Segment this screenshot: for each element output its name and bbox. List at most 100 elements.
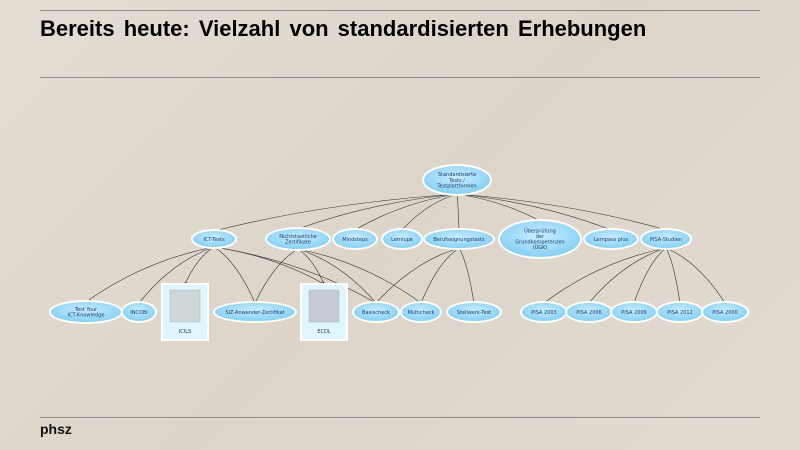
node-multi-bubble [402, 303, 440, 321]
node-icils-label: ICILS [179, 329, 191, 335]
node-p2006-label-line: PISA 2006 [576, 310, 602, 316]
node-p2012-bubble [658, 303, 702, 321]
icils-logo-thumbnail [169, 289, 201, 323]
node-incobi-bubble [123, 303, 155, 321]
node-beruf[interactable]: Berufseignungstests [423, 228, 495, 250]
edge-ict-tyk [85, 246, 215, 303]
node-beruf-bubble [425, 230, 493, 248]
edge-root-ict [213, 193, 458, 232]
node-p2012-label-line: PISA 2012 [667, 310, 693, 316]
node-p2003[interactable]: PISA 2003 [520, 301, 568, 323]
node-root-label-line: Testplattformen [436, 183, 476, 189]
node-ict[interactable]: ICT-Tests [191, 229, 237, 249]
node-ugk-label-line: (ÜGK) [533, 244, 548, 251]
top-rule [40, 10, 760, 11]
node-lern-bubble [383, 230, 421, 248]
node-multi-label-line: Multicheck [408, 310, 435, 316]
node-ugk-label-line: der [536, 234, 545, 240]
edge-pisa-p2009 [633, 247, 667, 304]
node-basic-label-line: Basischeck [362, 310, 390, 316]
node-multi[interactable]: Multicheck [400, 301, 442, 323]
node-stell[interactable]: Stellwerk-Test [446, 301, 502, 323]
node-lernpass[interactable]: Lernpass plus [583, 228, 639, 250]
node-root-bubble [424, 166, 490, 194]
edge-root-mind [354, 193, 458, 231]
node-ecdl[interactable]: ECDL [300, 283, 348, 341]
node-p2000-label-line: PISA 2000 [712, 310, 738, 316]
node-incobi[interactable]: INCOBI [121, 301, 157, 323]
slide-title: Bereits heute: Vielzahl von standardisie… [40, 16, 647, 41]
node-p2000[interactable]: PISA 2000 [701, 301, 749, 323]
node-stell-label-line: Stellwerk-Test [457, 310, 491, 316]
edge-beruf-stell [458, 247, 475, 304]
ecdl-logo-thumbnail [308, 289, 340, 323]
edge-ict-siz [213, 246, 256, 304]
node-pisa-label-line: PISA-Studien [650, 237, 682, 243]
node-tyk-bubble [51, 302, 121, 322]
edge-pisa-p2003 [543, 247, 667, 304]
node-siz-bubble [215, 303, 295, 321]
node-siz-label-line: SIZ-Anwender-Zertifikat [225, 310, 284, 316]
edge-ict-basic [213, 246, 377, 304]
node-mind-bubble [334, 230, 376, 248]
node-lern[interactable]: Lernlupe [381, 228, 423, 250]
node-incobi-label-line: INCOBI [130, 310, 148, 316]
node-root-label-line: Tests / [448, 178, 465, 184]
title-underline [40, 77, 760, 78]
node-mind[interactable]: Mindsteps [332, 228, 378, 250]
node-ict-label-line: ICT-Tests [203, 237, 225, 243]
edge-pisa-p2012 [665, 247, 681, 304]
node-p2003-bubble [522, 303, 566, 321]
node-stell-bubble [448, 303, 500, 321]
edge-nicht-siz [254, 248, 299, 304]
edge-beruf-multi [420, 247, 460, 304]
edge-beruf-basic [375, 247, 460, 304]
node-siz[interactable]: SIZ-Anwender-Zertifikat [213, 301, 297, 323]
edge-root-pisa [456, 193, 667, 231]
edge-root-lern [401, 193, 458, 231]
node-icils[interactable]: ICILS [161, 283, 209, 341]
node-pisa[interactable]: PISA-Studien [640, 228, 692, 250]
node-lernpass-bubble [585, 230, 637, 248]
node-p2009[interactable]: PISA 2009 [610, 301, 658, 323]
node-ecdl-label: ECDL [317, 329, 331, 335]
node-p2009-bubble [612, 303, 656, 321]
node-pisa-bubble [642, 230, 690, 248]
node-nicht-label-line: Nichtstaatliche [279, 234, 316, 240]
node-p2003-label-line: PISA 2003 [531, 310, 557, 316]
edge-root-beruf [456, 193, 461, 231]
node-basic[interactable]: Basischeck [352, 301, 400, 323]
node-basic-bubble [354, 303, 398, 321]
node-lernpass-label-line: Lernpass plus [594, 237, 629, 243]
edge-nicht-basic [297, 248, 377, 304]
node-mind-label-line: Mindsteps [342, 237, 368, 243]
node-nicht-label-line: Zertifikate [285, 240, 311, 246]
edge-pisa-p2000 [665, 247, 726, 304]
edge-root-ugk [456, 193, 541, 222]
node-beruf-label-line: Berufseignungstests [433, 237, 485, 243]
edge-ict-incobi [138, 246, 215, 304]
node-p2006[interactable]: PISA 2006 [565, 301, 613, 323]
node-tyk-label-line: ICT-Knowledge [68, 313, 105, 319]
node-p2012[interactable]: PISA 2012 [656, 301, 704, 323]
node-nicht-bubble [267, 229, 329, 249]
footer-label: phsz [40, 421, 72, 437]
node-ugk-label-line: Grundkompetenzen [515, 240, 564, 246]
node-ugk-bubble [500, 221, 580, 257]
node-ict-bubble [193, 231, 235, 247]
edge-root-lernpass [456, 193, 612, 231]
node-p2006-bubble [567, 303, 611, 321]
edge-root-nicht [297, 193, 458, 230]
edge-pisa-p2006 [588, 247, 667, 304]
node-tyk-label-line: Test Your [74, 307, 98, 313]
node-ugk-label-line: Überprüfung [524, 227, 556, 234]
node-lern-label-line: Lernlupe [391, 237, 413, 243]
node-p2009-label-line: PISA 2009 [621, 310, 647, 316]
node-p2000-bubble [703, 303, 747, 321]
edge-nicht-multi [297, 248, 422, 304]
node-root-label-line: Standardisierte [438, 172, 476, 178]
